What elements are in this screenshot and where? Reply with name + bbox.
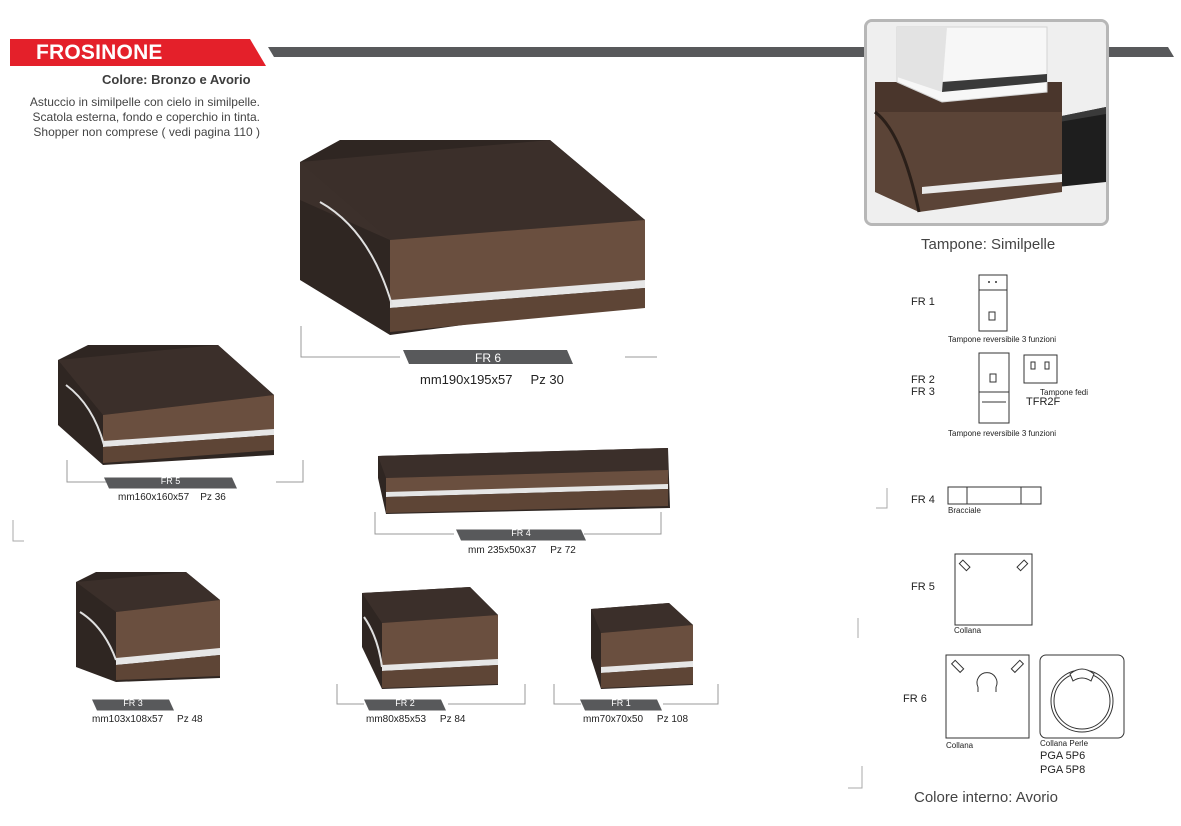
product-dims-fr1: mm70x70x50 Pz 108 [583,714,689,725]
diagram-fr5-pad [954,553,1033,626]
diagram-caption-fr23: Tampone reversibile 3 funzioni [948,429,1057,438]
title-banner [10,39,266,66]
diagram-code-pga5p8: PGA 5P8 [1040,764,1086,776]
bracket-lines [553,684,719,705]
product-code-fr6: FR 6 [474,351,501,365]
product-image-fr4 [378,448,670,514]
product-code-fr4: FR 4 [511,528,531,538]
bracket-lines [300,326,657,358]
product-dims-fr2: mm80x85x53 Pz 84 [366,714,466,725]
description-line: Astuccio in similpelle con cielo in simi… [29,95,260,109]
tampone-photo [864,19,1109,226]
diagram-label-fr5: FR 5 [911,581,935,593]
product-code-fr3: FR 3 [123,698,143,708]
diagram-code-fedi: TFR2F [1026,396,1061,408]
product-tag-fr5 [104,477,237,489]
diagram-label-fr2: FR 2 [911,374,935,386]
diagram-fr6-perle [1039,654,1125,739]
product-tag-fr6 [403,350,573,364]
diagram-fr6-collana [945,654,1030,739]
description-line: Shopper non comprese ( vedi pagina 110 ) [33,125,260,139]
diagram-label-fr6: FR 6 [903,693,927,705]
diagram-caption-fr6-collana: Collana [946,741,974,750]
tampone-photo-image [867,22,1106,223]
diagram-caption-fr5: Collana [954,626,982,635]
bracket-lines [336,684,526,705]
product-dims-fr3: mm103x108x57 Pz 48 [92,714,203,725]
diagram-code-pga5p6: PGA 5P6 [1040,750,1086,762]
corner-mark [857,618,859,638]
product-dims-fr5: mm160x160x57 Pz 36 [118,492,226,503]
product-code-fr1: FR 1 [611,698,631,708]
diagram-fr23-pad [978,352,1010,424]
description-line: Scatola esterna, fondo e coperchio in ti… [32,110,260,124]
corner-mark [876,488,888,509]
diagram-fr4-pad [947,486,1042,505]
tampone-caption: Tampone: Similpelle [921,236,1056,253]
product-dims-fr6: mm190x195x57 Pz 30 [420,372,564,387]
product-tag-fr4 [456,529,586,541]
color-subtitle: Colore: Bronzo e Avorio [102,72,251,87]
diagram-label-fr4: FR 4 [911,494,935,506]
product-code-fr2: FR 2 [395,698,415,708]
page-title: FROSINONE [36,41,163,64]
bracket-lines [66,460,304,483]
product-dims-fr4: mm 235x50x37 Pz 72 [468,545,576,556]
diagram-label-fr1: FR 1 [911,296,935,308]
product-code-fr5: FR 5 [160,476,181,486]
diagram-caption-fr6-perle: Collana Perle [1040,739,1089,748]
diagram-fr1-pad [978,274,1008,332]
product-tag-fr2 [364,699,446,711]
product-image-fr1 [591,603,693,689]
corner-mark [848,766,863,789]
product-description: Astuccio in similpelle con cielo in simi… [22,95,260,140]
diagram-fedi-pad [1023,354,1058,384]
diagram-caption-fr4: Bracciale [948,506,981,515]
diagram-caption-fedi: Tampone fedi [1040,388,1089,397]
interior-color-caption: Colore interno: Avorio [914,789,1058,806]
product-image-fr3 [76,572,220,682]
product-image-fr6 [300,140,645,335]
diagram-caption-fr1: Tampone reversibile 3 funzioni [948,335,1057,344]
corner-mark [12,520,24,542]
bracket-lines [374,512,662,535]
diagram-label-fr3: FR 3 [911,386,935,398]
product-tag-fr1 [580,699,662,711]
product-tag-fr3 [92,699,174,711]
product-image-fr5 [58,345,274,465]
product-image-fr2 [362,587,498,689]
